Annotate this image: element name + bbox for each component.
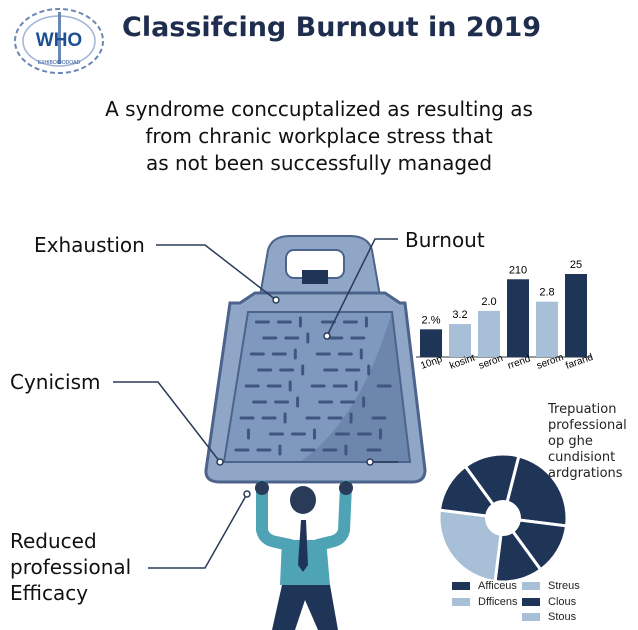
legend-swatch [522, 613, 540, 622]
bar-value-label: 210 [509, 264, 527, 276]
pie-caption-line: cundisiont [548, 450, 616, 465]
bar [565, 274, 587, 357]
bar-value-label: 2.0 [481, 296, 496, 308]
label-cynicism: Cynicism [10, 370, 101, 394]
legend-swatch [452, 582, 470, 591]
pie-hole [485, 500, 521, 536]
legend-item: Clous [522, 596, 576, 608]
legend-item: Dfficens [452, 596, 518, 608]
label-efficacy-line: Reduced [10, 529, 97, 553]
bar [507, 279, 529, 357]
legend-item: Stous [522, 611, 576, 623]
leader-lines [113, 238, 398, 569]
pie-caption-line: Trepuation [548, 402, 617, 417]
bar-value-label: 2.% [422, 314, 441, 326]
legend-label: Afficeus [478, 580, 517, 592]
legend-swatch [452, 598, 470, 607]
legend-swatch [522, 598, 540, 607]
legend-label: Clous [548, 596, 577, 608]
pie-slice [437, 508, 505, 584]
bar-value-label: 25 [570, 259, 582, 271]
legend-label: Dfficens [478, 596, 518, 608]
label-efficacy-line: professional [10, 555, 132, 579]
subtitle: A syndrome conccuptalized as resulting a… [0, 96, 638, 177]
logo-text: WHO [36, 30, 82, 51]
subtitle-line: as not been successfully managed [145, 151, 493, 175]
bar [420, 329, 442, 357]
label-reduced-efficacy: Reduced professional Efficacy [10, 528, 131, 606]
bar [478, 310, 500, 357]
legend-item: Afficeus [452, 580, 517, 592]
label-burnout: Burnout [405, 228, 485, 252]
logo-subtext: EXHIBOIDODOAD [38, 60, 81, 66]
pie-caption: Trepuation professional op ghe cundision… [548, 402, 627, 482]
legend-label: Stous [548, 611, 577, 623]
bar-chart: 2.%10np3.2kosint2.0seron210rrend2.8serom… [416, 259, 595, 372]
weight-handle [258, 235, 382, 297]
bar-value-label: 2.8 [539, 287, 554, 299]
legend-item: Streus [522, 580, 580, 592]
person-figure [255, 480, 353, 630]
pie-chart [437, 452, 569, 584]
bar [536, 301, 558, 357]
subtitle-line: A syndrome conccuptalized as resulting a… [105, 97, 533, 121]
label-efficacy-line: Efficacy [10, 581, 89, 605]
subtitle-line: from chranic workplace stress that [145, 124, 493, 148]
laurel-emblem-icon: WHO EXHIBOIDODOAD [14, 8, 104, 74]
who-logo: WHO EXHIBOIDODOAD [10, 6, 108, 76]
label-exhaustion: Exhaustion [34, 233, 145, 257]
pie-caption-line: ardgrations [548, 466, 623, 481]
bar [449, 324, 471, 357]
pie-caption-line: professional [548, 418, 627, 433]
weight-body [204, 291, 427, 484]
bar-value-label: 3.2 [452, 309, 467, 321]
page-title: Classifcing Burnout in 2019 [122, 12, 542, 43]
pie-slice [501, 454, 569, 528]
pie-caption-line: op ghe [548, 434, 593, 449]
legend-swatch [522, 582, 540, 591]
legend-label: Streus [548, 580, 580, 592]
